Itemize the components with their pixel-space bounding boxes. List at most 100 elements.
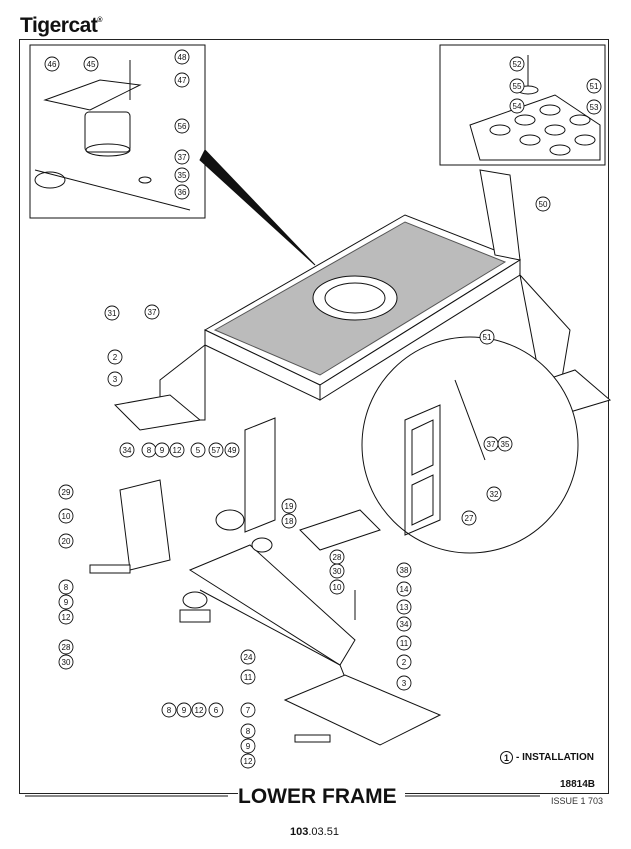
page-number: 103.03.51 bbox=[290, 826, 339, 838]
callout-circle bbox=[174, 72, 190, 88]
callout-circle bbox=[191, 702, 207, 718]
callout-circle bbox=[58, 594, 74, 610]
callout-circle bbox=[119, 442, 135, 458]
callout-14: 14 bbox=[396, 581, 412, 597]
callout-circle bbox=[107, 371, 123, 387]
axle-assembly bbox=[89, 479, 442, 746]
callout-2: 2 bbox=[396, 654, 412, 670]
callout-circle bbox=[174, 184, 190, 200]
callout-3: 3 bbox=[396, 675, 412, 691]
callout-label: 48 bbox=[178, 53, 187, 62]
callout-12: 12 bbox=[240, 753, 256, 769]
callout-label: 10 bbox=[333, 583, 342, 592]
callout-8: 8 bbox=[161, 702, 177, 718]
callout-8: 8 bbox=[58, 579, 74, 595]
callout-circle bbox=[224, 442, 240, 458]
callout-label: 9 bbox=[246, 742, 251, 751]
brand-logo: Tigercat® bbox=[20, 14, 102, 38]
callout-label: 11 bbox=[400, 639, 409, 648]
callout-47: 47 bbox=[174, 72, 190, 88]
callout-37: 37 bbox=[483, 436, 499, 452]
callout-circle bbox=[154, 442, 170, 458]
callout-label: 9 bbox=[160, 446, 165, 455]
callout-circle bbox=[329, 579, 345, 595]
callout-34: 34 bbox=[119, 442, 135, 458]
callout-circle bbox=[58, 579, 74, 595]
callout-circle bbox=[396, 675, 412, 691]
callout-circle bbox=[281, 498, 297, 514]
brand-mark: ® bbox=[97, 17, 102, 24]
callout-29: 29 bbox=[58, 484, 74, 500]
callout-label: 14 bbox=[400, 585, 409, 594]
callout-label: 49 bbox=[228, 446, 237, 455]
callout-label: 35 bbox=[178, 171, 187, 180]
callout-48: 48 bbox=[174, 49, 190, 65]
callout-circle bbox=[44, 56, 60, 72]
callout-19: 19 bbox=[281, 498, 297, 514]
callout-12: 12 bbox=[191, 702, 207, 718]
callout-label: 11 bbox=[244, 673, 253, 682]
callout-circle bbox=[58, 533, 74, 549]
callout-label: 37 bbox=[178, 153, 187, 162]
callout-label: 24 bbox=[244, 653, 253, 662]
callout-9: 9 bbox=[58, 594, 74, 610]
callout-label: 8 bbox=[167, 706, 172, 715]
issue-number: ISSUE 1 703 bbox=[551, 796, 604, 806]
callout-circle bbox=[208, 442, 224, 458]
page-minor: .03.51 bbox=[308, 826, 339, 838]
callout-32: 32 bbox=[486, 486, 502, 502]
callout-label: 12 bbox=[62, 613, 71, 622]
installation-legend: 1- INSTALLATION bbox=[500, 751, 594, 764]
callout-circle bbox=[104, 305, 120, 321]
callout-36: 36 bbox=[174, 184, 190, 200]
callout-label: 57 bbox=[212, 446, 221, 455]
callout-54: 54 bbox=[509, 98, 525, 114]
callout-circle bbox=[176, 702, 192, 718]
callout-label: 3 bbox=[402, 679, 407, 688]
callout-circle bbox=[586, 99, 602, 115]
callout-label: 8 bbox=[246, 727, 251, 736]
callout-circle bbox=[586, 78, 602, 94]
callout-56: 56 bbox=[174, 118, 190, 134]
callout-circle bbox=[329, 563, 345, 579]
callout-circle bbox=[240, 702, 256, 718]
callout-circle bbox=[240, 723, 256, 739]
callout-circle bbox=[461, 510, 477, 526]
callout-circle bbox=[83, 56, 99, 72]
callout-label: 28 bbox=[333, 553, 342, 562]
brand-name: Tigercat bbox=[20, 14, 98, 37]
callout-label: 45 bbox=[87, 60, 96, 69]
callout-label: 3 bbox=[113, 375, 118, 384]
callout-8: 8 bbox=[240, 723, 256, 739]
mesh-plate-detail bbox=[469, 55, 601, 161]
callout-label: 37 bbox=[148, 308, 157, 317]
callout-9: 9 bbox=[240, 738, 256, 754]
callout-3: 3 bbox=[107, 371, 123, 387]
callout-31: 31 bbox=[104, 305, 120, 321]
callout-label: 19 bbox=[285, 502, 294, 511]
callout-circle bbox=[240, 738, 256, 754]
callout-30: 30 bbox=[58, 654, 74, 670]
callout-10: 10 bbox=[329, 579, 345, 595]
callout-circle bbox=[396, 581, 412, 597]
callout-label: 51 bbox=[483, 333, 492, 342]
callout-circle bbox=[396, 616, 412, 632]
callout-label: 30 bbox=[62, 658, 71, 667]
callout-label: 52 bbox=[513, 60, 522, 69]
callout-6: 6 bbox=[208, 702, 224, 718]
callout-52: 52 bbox=[509, 56, 525, 72]
callout-35: 35 bbox=[174, 167, 190, 183]
callout-circle bbox=[479, 329, 495, 345]
callout-38: 38 bbox=[396, 562, 412, 578]
callout-53: 53 bbox=[586, 99, 602, 115]
callout-label: 7 bbox=[246, 706, 251, 715]
callout-20: 20 bbox=[58, 533, 74, 549]
callout-label: 53 bbox=[590, 103, 599, 112]
callout-label: 2 bbox=[113, 353, 118, 362]
callout-circle bbox=[240, 649, 256, 665]
callout-label: 37 bbox=[487, 440, 496, 449]
callout-circle bbox=[396, 654, 412, 670]
callout-label: 13 bbox=[400, 603, 409, 612]
